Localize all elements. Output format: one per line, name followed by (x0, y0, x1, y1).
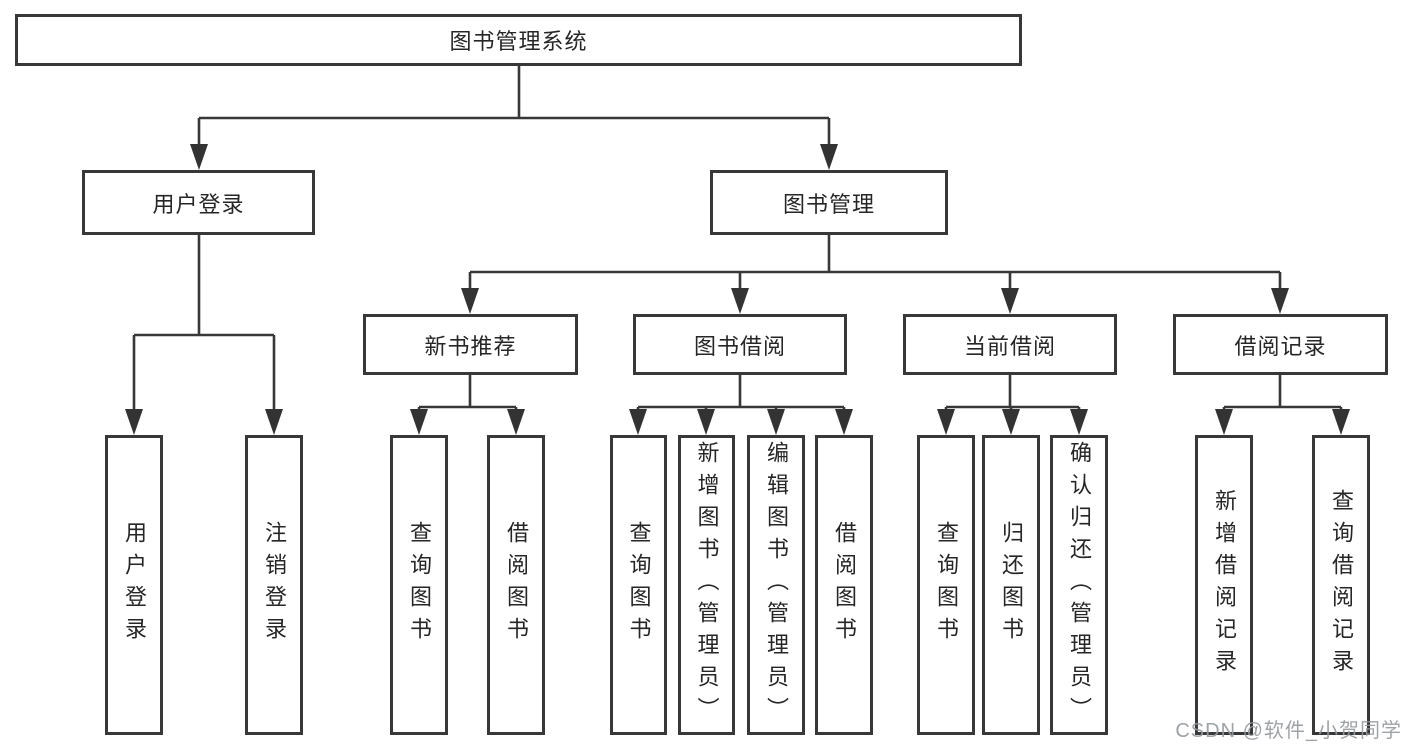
node-user-login: 用户登录 (82, 170, 315, 235)
leaf-query-borrow-record: 查询借阅记录 (1312, 435, 1370, 735)
connector-user-login-children (125, 235, 283, 435)
arrow-down-icon (125, 409, 143, 435)
leaf-label: 借阅图书 (832, 521, 857, 649)
arrow-down-icon (731, 288, 749, 314)
leaf-label: 查询图书 (626, 521, 652, 649)
arrow-down-icon (461, 288, 479, 314)
arrow-down-icon (410, 409, 428, 435)
leaf-label: 查询借阅记录 (1329, 489, 1354, 681)
arrow-down-icon (1271, 288, 1289, 314)
connector-current-borrowing-children (937, 375, 1088, 435)
node-new-book-recommend: 新书推荐 (363, 314, 578, 375)
leaf-label: 新增借阅记录 (1212, 489, 1237, 681)
node-current-borrowing: 当前借阅 (903, 314, 1117, 375)
leaf-add-borrow-record: 新增借阅记录 (1195, 435, 1253, 735)
arrow-down-icon (1001, 288, 1019, 314)
leaf-label: 确认归还（管理员） (1067, 441, 1092, 729)
connector-borrow-records-children (1215, 375, 1350, 435)
leaf-label: 编辑图书（管理员） (764, 441, 789, 729)
arrow-down-icon (1070, 409, 1088, 435)
arrow-down-icon (1215, 409, 1233, 435)
connector-book-borrowing-children (629, 375, 853, 435)
arrow-down-icon (1332, 409, 1350, 435)
arrow-down-icon (190, 144, 208, 170)
leaf-label: 用户登录 (122, 521, 147, 649)
arrow-down-icon (835, 409, 853, 435)
arrow-down-icon (937, 409, 955, 435)
leaf-user-login: 用户登录 (105, 435, 163, 735)
node-root: 图书管理系统 (15, 14, 1022, 66)
leaf-label: 归还图书 (999, 521, 1024, 649)
connector-book-management-children (461, 235, 1289, 314)
arrow-down-icon (265, 409, 283, 435)
node-book-borrowing: 图书借阅 (633, 314, 847, 375)
node-borrow-records: 借阅记录 (1173, 314, 1388, 375)
leaf-query-books-current: 查询图书 (917, 435, 975, 735)
leaf-query-books-borrowing: 查询图书 (610, 435, 667, 735)
leaf-borrow-books-recommend: 借阅图书 (487, 435, 545, 735)
leaf-label: 借阅图书 (504, 521, 529, 649)
node-book-management: 图书管理 (710, 170, 948, 235)
arrow-down-icon (507, 409, 525, 435)
leaf-label: 新增图书（管理员） (694, 441, 720, 729)
leaf-label: 查询图书 (407, 521, 432, 649)
arrow-down-icon (820, 144, 838, 170)
connector-new-book-recommend-children (410, 375, 525, 435)
leaf-label: 注销登录 (262, 521, 287, 649)
leaf-add-book-admin: 新增图书（管理员） (678, 435, 735, 735)
leaf-logout: 注销登录 (245, 435, 303, 735)
leaf-confirm-return-admin: 确认归还（管理员） (1050, 435, 1108, 735)
leaf-label: 查询图书 (934, 521, 959, 649)
leaf-edit-book-admin: 编辑图书（管理员） (747, 435, 805, 735)
arrow-down-icon (629, 409, 647, 435)
csdn-watermark: CSDN @软件_小贺同学 (1175, 720, 1402, 742)
arrow-down-icon (767, 409, 785, 435)
leaf-query-books-recommend: 查询图书 (390, 435, 448, 735)
leaf-borrow-books-borrowing: 借阅图书 (815, 435, 873, 735)
connector-root-to-level2 (190, 66, 838, 170)
arrow-down-icon (1002, 409, 1020, 435)
arrow-down-icon (697, 409, 715, 435)
leaf-return-books: 归还图书 (982, 435, 1040, 735)
